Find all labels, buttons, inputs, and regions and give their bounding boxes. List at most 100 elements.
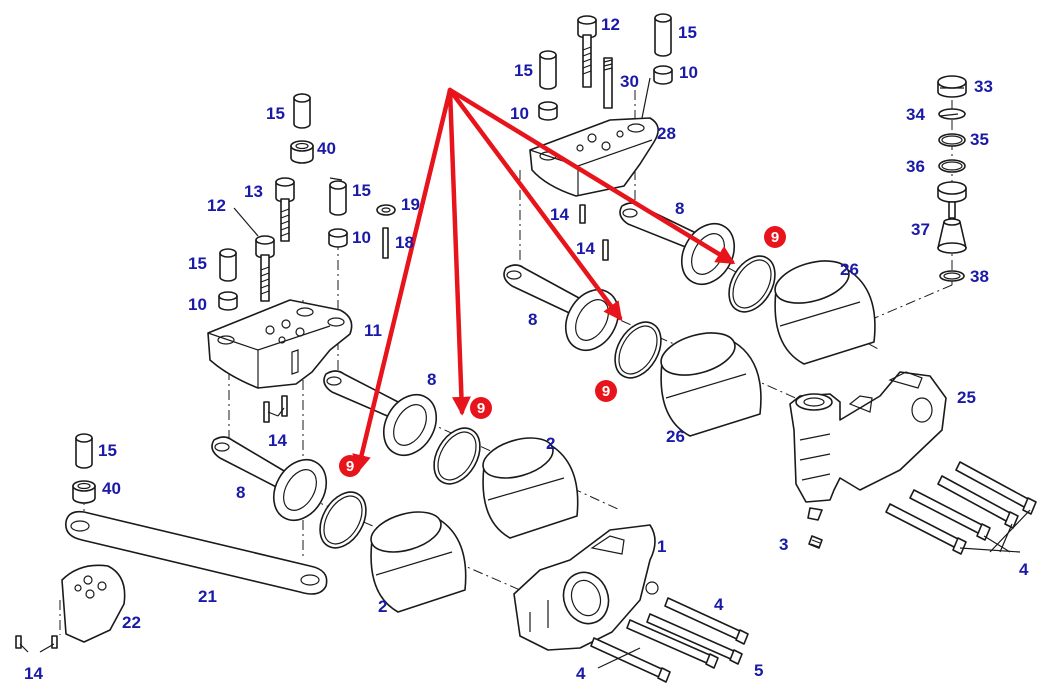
svg-text:9: 9 — [346, 458, 354, 475]
label-3: 3 — [779, 535, 788, 554]
pins-14-left — [263, 395, 288, 423]
highlight-badges: 9 9 9 9 — [339, 226, 786, 477]
bolt-13 — [275, 177, 295, 242]
badge-9-a: 9 — [339, 455, 361, 477]
label-10: 10 — [352, 228, 371, 247]
arrow-to-seal-lower-left — [352, 87, 453, 474]
valve-stack — [937, 75, 967, 282]
label-19: 19 — [401, 195, 420, 214]
seal-ring-9-right-lower — [614, 321, 662, 379]
part-labels: 15 40 13 12 15 19 10 18 15 10 11 14 8 8 … — [24, 15, 1029, 683]
label-10: 10 — [679, 63, 698, 82]
lever-21 — [65, 510, 328, 595]
label-14: 14 — [550, 205, 569, 224]
sleeve-10-right-a — [538, 101, 558, 121]
label-38: 38 — [970, 267, 989, 286]
block-28 — [529, 117, 659, 197]
sleeve-10-left — [218, 291, 238, 311]
label-8: 8 — [528, 310, 537, 329]
pin-30 — [603, 57, 613, 109]
pin-15-left — [219, 248, 237, 282]
piston-2-lower — [370, 511, 467, 613]
label-40: 40 — [102, 479, 121, 498]
label-1: 1 — [657, 537, 666, 556]
label-8: 8 — [675, 199, 684, 218]
seal-ring-9-upper — [433, 427, 481, 485]
label-37: 37 — [911, 220, 930, 239]
label-15: 15 — [352, 181, 371, 200]
bushing-40-bottom — [72, 480, 96, 504]
label-35: 35 — [970, 130, 989, 149]
leader-lines — [19, 77, 1031, 669]
washer-lower-left — [272, 459, 328, 521]
label-15: 15 — [266, 104, 285, 123]
label-2: 2 — [546, 434, 555, 453]
label-14: 14 — [268, 431, 287, 450]
block-11 — [207, 299, 353, 389]
arrow-to-seal-upper-left — [447, 87, 471, 416]
label-36: 36 — [906, 157, 925, 176]
bolt-12-right — [577, 15, 597, 88]
conrod-8-right-upper — [619, 202, 699, 249]
label-15: 15 — [678, 23, 697, 42]
housing-1 — [513, 524, 659, 651]
svg-text:9: 9 — [602, 383, 610, 400]
label-25: 25 — [957, 388, 976, 407]
seal-ring-9-lower — [319, 491, 367, 549]
label-5: 5 — [754, 661, 763, 680]
label-11: 11 — [364, 321, 382, 340]
washer-19 — [376, 204, 396, 216]
svg-text:9: 9 — [771, 229, 779, 246]
label-40: 40 — [317, 139, 336, 158]
arrow-to-seal-right-upper — [447, 87, 736, 265]
svg-text:9: 9 — [477, 400, 485, 417]
label-10: 10 — [188, 295, 207, 314]
bolts-4-5-bottom — [590, 597, 749, 683]
housing-25 — [789, 371, 947, 521]
label-33: 33 — [974, 77, 993, 96]
badge-9-c: 9 — [595, 380, 617, 402]
label-12: 12 — [207, 196, 226, 215]
label-18: 18 — [395, 233, 414, 252]
pins-14-right — [579, 204, 609, 261]
badge-9-b: 9 — [470, 397, 492, 419]
highlight-arrows — [352, 87, 736, 474]
block-22 — [61, 564, 126, 643]
pin-15-right-a — [539, 50, 557, 90]
label-2: 2 — [378, 597, 387, 616]
plug-3 — [808, 535, 823, 549]
label-8: 8 — [236, 483, 245, 502]
label-10: 10 — [510, 104, 529, 123]
label-34: 34 — [906, 105, 925, 124]
piston-26-upper — [774, 260, 876, 365]
bolt-12-left — [255, 235, 275, 302]
label-21: 21 — [198, 587, 217, 606]
label-12: 12 — [601, 15, 620, 34]
pin-18 — [382, 227, 389, 259]
label-26: 26 — [666, 427, 685, 446]
label-15: 15 — [188, 254, 207, 273]
pin-15-bottom — [75, 433, 93, 469]
label-4: 4 — [576, 664, 586, 683]
label-26: 26 — [840, 260, 859, 279]
pin-15-top — [293, 93, 311, 129]
label-4: 4 — [1019, 560, 1029, 579]
pin-15-right-b — [654, 13, 672, 57]
arrow-to-seal-right-lower — [447, 87, 623, 322]
label-8: 8 — [427, 370, 436, 389]
label-15: 15 — [98, 441, 117, 460]
label-15: 15 — [514, 61, 533, 80]
bolts-4-right — [885, 461, 1037, 555]
piston-2-upper — [482, 437, 579, 539]
bushing-40-top — [290, 140, 314, 164]
label-4: 4 — [714, 595, 724, 614]
badge-9-d: 9 — [764, 226, 786, 248]
pin-15-mid — [329, 180, 347, 216]
label-22: 22 — [122, 613, 141, 632]
sleeve-10-right-b — [653, 65, 673, 85]
piston-26-lower — [660, 332, 762, 437]
washer-upper-left — [382, 394, 438, 456]
label-28: 28 — [657, 124, 676, 143]
